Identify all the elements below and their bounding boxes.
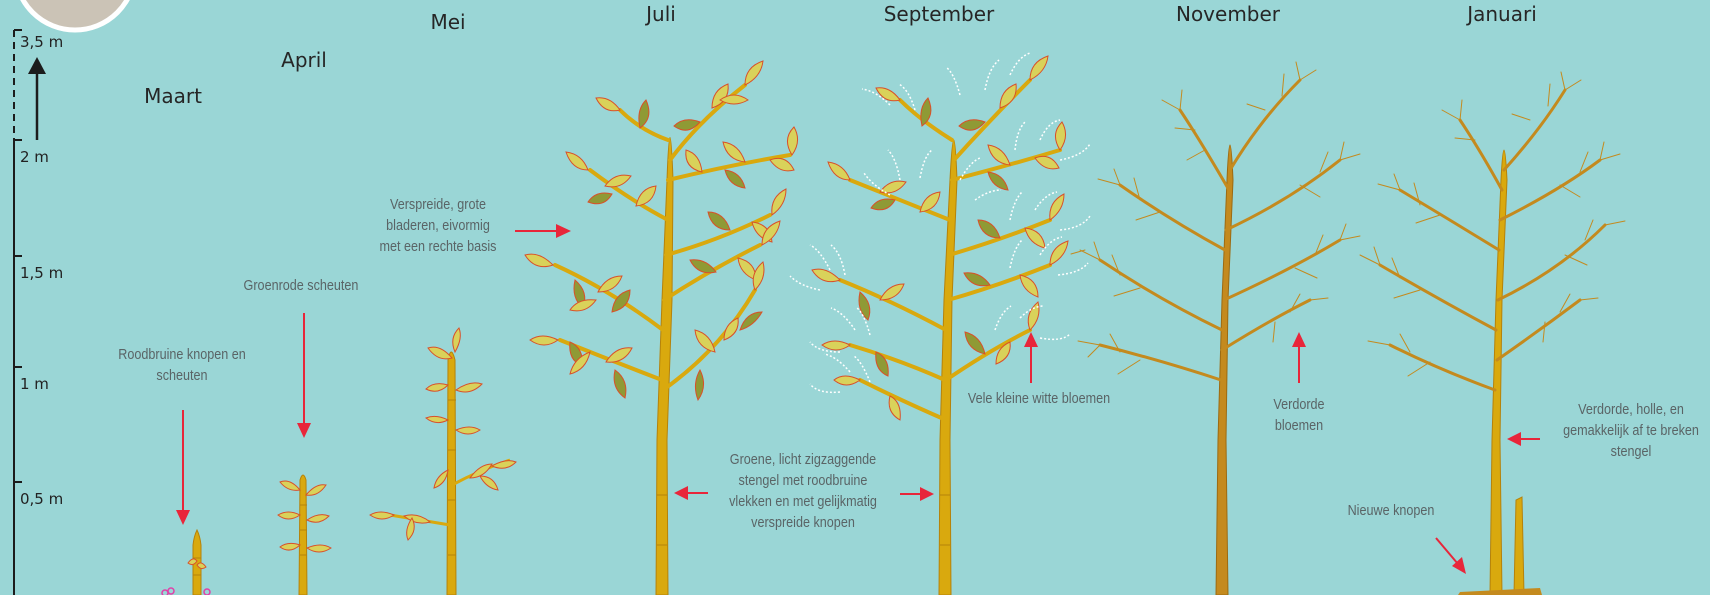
month-november: November — [1176, 2, 1280, 26]
note-scheuten: Groenrode scheuten — [244, 275, 359, 296]
scale-top-label: 3,5 m — [20, 33, 63, 51]
month-maart: Maart — [144, 84, 202, 108]
plant-maart — [162, 530, 210, 595]
scale-label-2m: 2 m — [20, 148, 49, 166]
logo-disc — [15, 0, 135, 30]
scale-label-0-5m: 0,5 m — [20, 490, 63, 508]
note-stengel: Groene, licht zigzaggende stengel met ro… — [729, 449, 877, 533]
note-bloemen: Vele kleine witte bloemen — [968, 388, 1110, 409]
plant-april — [278, 475, 331, 595]
scale-label-1-5m: 1,5 m — [20, 264, 63, 282]
plant-november — [1071, 62, 1360, 595]
month-april: April — [281, 48, 327, 72]
month-mei: Mei — [430, 10, 465, 34]
plant-mei — [370, 328, 516, 595]
note-bladeren: Verspreide, grote bladeren, eivormig met… — [380, 194, 497, 257]
height-scale — [14, 30, 46, 595]
note-nieuwe-knopen: Nieuwe knopen — [1348, 500, 1435, 521]
note-holle-stengel: Verdorde, holle, en gemakkelijk af te br… — [1563, 399, 1699, 462]
note-knoppen: Roodbruine knopen en scheuten — [118, 344, 246, 386]
scale-label-1m: 1 m — [20, 375, 49, 393]
month-juli: Juli — [646, 2, 676, 26]
month-januari: Januari — [1467, 2, 1537, 26]
note-verdorde-bloemen: Verdorde bloemen — [1273, 394, 1324, 436]
pink-buds — [162, 588, 210, 595]
scale-up-arrowhead — [28, 57, 46, 74]
month-september: September — [884, 2, 995, 26]
arrow-nieuwe-knopen — [1436, 538, 1458, 564]
